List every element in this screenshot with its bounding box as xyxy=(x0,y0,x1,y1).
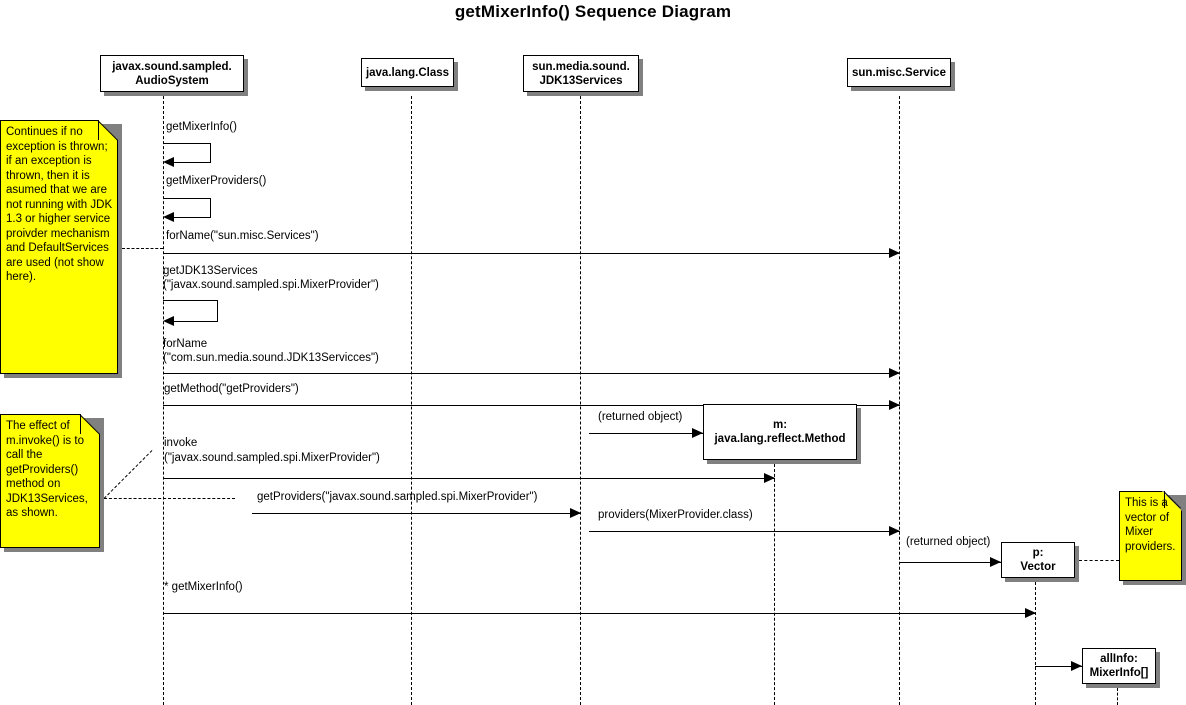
message-label-getmethod: getMethod("getProviders") xyxy=(164,383,299,395)
arrowhead-star-getmixerinfo xyxy=(1025,608,1036,618)
arrowhead-create-allinfo xyxy=(1071,661,1082,671)
lifeline-audiosystem xyxy=(163,96,164,705)
object-method[interactable]: m: java.lang.reflect.Method xyxy=(703,404,857,460)
message-label-getjdk13services-line1: getJDK13Services xyxy=(163,265,258,277)
selfcall-side-1 xyxy=(210,143,211,163)
participant-sunmiscservice[interactable]: sun.misc.Service xyxy=(847,58,951,87)
object-label-line1: m: xyxy=(772,419,788,431)
message-label-invoke-line1: invoke xyxy=(164,437,198,449)
message-line-getproviders xyxy=(252,513,581,514)
lifeline-method xyxy=(774,464,775,705)
message-label-returned-object-method: (returned object) xyxy=(598,411,683,423)
arrowhead-getmethod xyxy=(889,400,900,410)
message-label-forname-jdk13servicces-line1: forName xyxy=(163,338,208,350)
arrowhead-selfcall-1 xyxy=(163,157,174,167)
arrowhead-providers xyxy=(889,526,900,536)
message-label-getmixerinfo: getMixerInfo() xyxy=(166,121,237,133)
participant-label-line2: AudioSystem xyxy=(135,74,209,87)
message-label-getmixerproviders: getMixerProviders() xyxy=(166,175,267,187)
participant-label-line1: java.lang.Class xyxy=(365,66,450,79)
note-text: This is a vector of Mixer providers. xyxy=(1125,497,1176,553)
object-allinfo[interactable]: allInfo: MixerInfo[] xyxy=(1082,648,1156,684)
note-connector-3 xyxy=(1079,560,1119,561)
arrowhead-forname-sunmiscservices xyxy=(889,248,900,258)
message-label-returned-object-vector: (returned object) xyxy=(906,536,991,548)
object-vector[interactable]: p: Vector xyxy=(1001,542,1075,578)
note-exception-handling[interactable]: Continues if no exception is thrown; if … xyxy=(0,120,118,374)
message-line-getmethod xyxy=(163,405,900,406)
message-label-star-getmixerinfo: * getMixerInfo() xyxy=(164,581,243,593)
lifeline-jdk13services xyxy=(580,96,581,705)
selfcall-bottom-2 xyxy=(172,217,211,218)
message-line-returned-object-vector xyxy=(899,562,1001,563)
message-label-getproviders: getProviders("javax.sound.sampled.spi.Mi… xyxy=(257,491,538,503)
participant-label-line1: sun.media.sound. xyxy=(532,60,630,73)
participant-jdk13services[interactable]: sun.media.sound. JDK13Services xyxy=(523,55,639,92)
message-line-create-allinfo xyxy=(1035,666,1082,667)
arrowhead-returned-object-vector xyxy=(990,557,1001,567)
arrowhead-selfcall-2 xyxy=(163,212,174,222)
lifeline-allinfo xyxy=(1117,688,1118,705)
selfcall-side-3 xyxy=(217,300,218,322)
object-label-line2: MixerInfo[] xyxy=(1089,667,1149,679)
object-label-line2: java.lang.reflect.Method xyxy=(714,433,846,445)
arrowhead-selfcall-3 xyxy=(163,316,174,326)
message-label-forname-jdk13servicces-line2: ("com.sun.media.sound.JDK13Servicces") xyxy=(163,352,379,364)
arrowhead-forname-jdk13servicces xyxy=(889,368,900,378)
message-line-star-getmixerinfo xyxy=(163,613,1036,614)
participant-label-line1: sun.misc.Service xyxy=(852,66,946,79)
message-line-forname-jdk13servicces xyxy=(163,373,900,374)
note-connector-2-horizontal xyxy=(104,498,235,499)
selfcall-top-3 xyxy=(163,300,218,301)
message-label-getjdk13services-line2: ("javax.sound.sampled.spi.MixerProvider"… xyxy=(163,279,379,291)
message-label-providers: providers(MixerProvider.class) xyxy=(598,509,753,521)
message-line-providers xyxy=(589,531,900,532)
note-invoke-effect[interactable]: The effect of m.invoke() is to call the … xyxy=(0,414,100,548)
participant-label-line1: javax.sound.sampled. xyxy=(112,60,232,73)
selfcall-side-2 xyxy=(210,198,211,218)
selfcall-bottom-1 xyxy=(172,162,211,163)
lifeline-javalangclass xyxy=(411,96,412,705)
note-text: Continues if no exception is thrown; if … xyxy=(6,126,113,283)
message-line-invoke xyxy=(163,478,775,479)
note-text: The effect of m.invoke() is to call the … xyxy=(6,420,88,519)
arrowhead-invoke xyxy=(764,473,775,483)
participant-audiosystem[interactable]: javax.sound.sampled. AudioSystem xyxy=(100,55,244,92)
selfcall-top-2 xyxy=(163,198,211,199)
message-line-forname-sunmiscservices xyxy=(163,253,900,254)
participant-label-line2: JDK13Services xyxy=(539,74,623,87)
note-foldedge-2 xyxy=(80,414,81,434)
page-title: getMixerInfo() Sequence Diagram xyxy=(454,2,732,21)
participant-javalangclass[interactable]: java.lang.Class xyxy=(361,58,454,87)
note-vector-of-mixer-providers[interactable]: This is a vector of Mixer providers. xyxy=(1119,491,1182,581)
object-label-line2: Vector xyxy=(1020,561,1056,573)
lifeline-vector xyxy=(1035,582,1036,705)
object-label-line1: p: xyxy=(1032,547,1044,559)
message-label-forname-sunmiscservices: forName("sun.misc.Services") xyxy=(166,230,319,242)
note-connector-1 xyxy=(122,248,163,249)
selfcall-bottom-3 xyxy=(172,321,218,322)
message-label-invoke-line2: ("javax.sound.sampled.spi.MixerProvider"… xyxy=(164,452,380,464)
arrowhead-getproviders xyxy=(570,508,581,518)
message-line-returned-object-method xyxy=(589,433,703,434)
note-connector-2-diagonal xyxy=(103,450,153,499)
arrowhead-returned-object-method xyxy=(692,428,703,438)
note-foldedge-3 xyxy=(1164,491,1165,508)
note-foldedge-1 xyxy=(98,120,99,140)
selfcall-top-1 xyxy=(163,143,211,144)
object-label-line1: allInfo: xyxy=(1100,653,1138,665)
